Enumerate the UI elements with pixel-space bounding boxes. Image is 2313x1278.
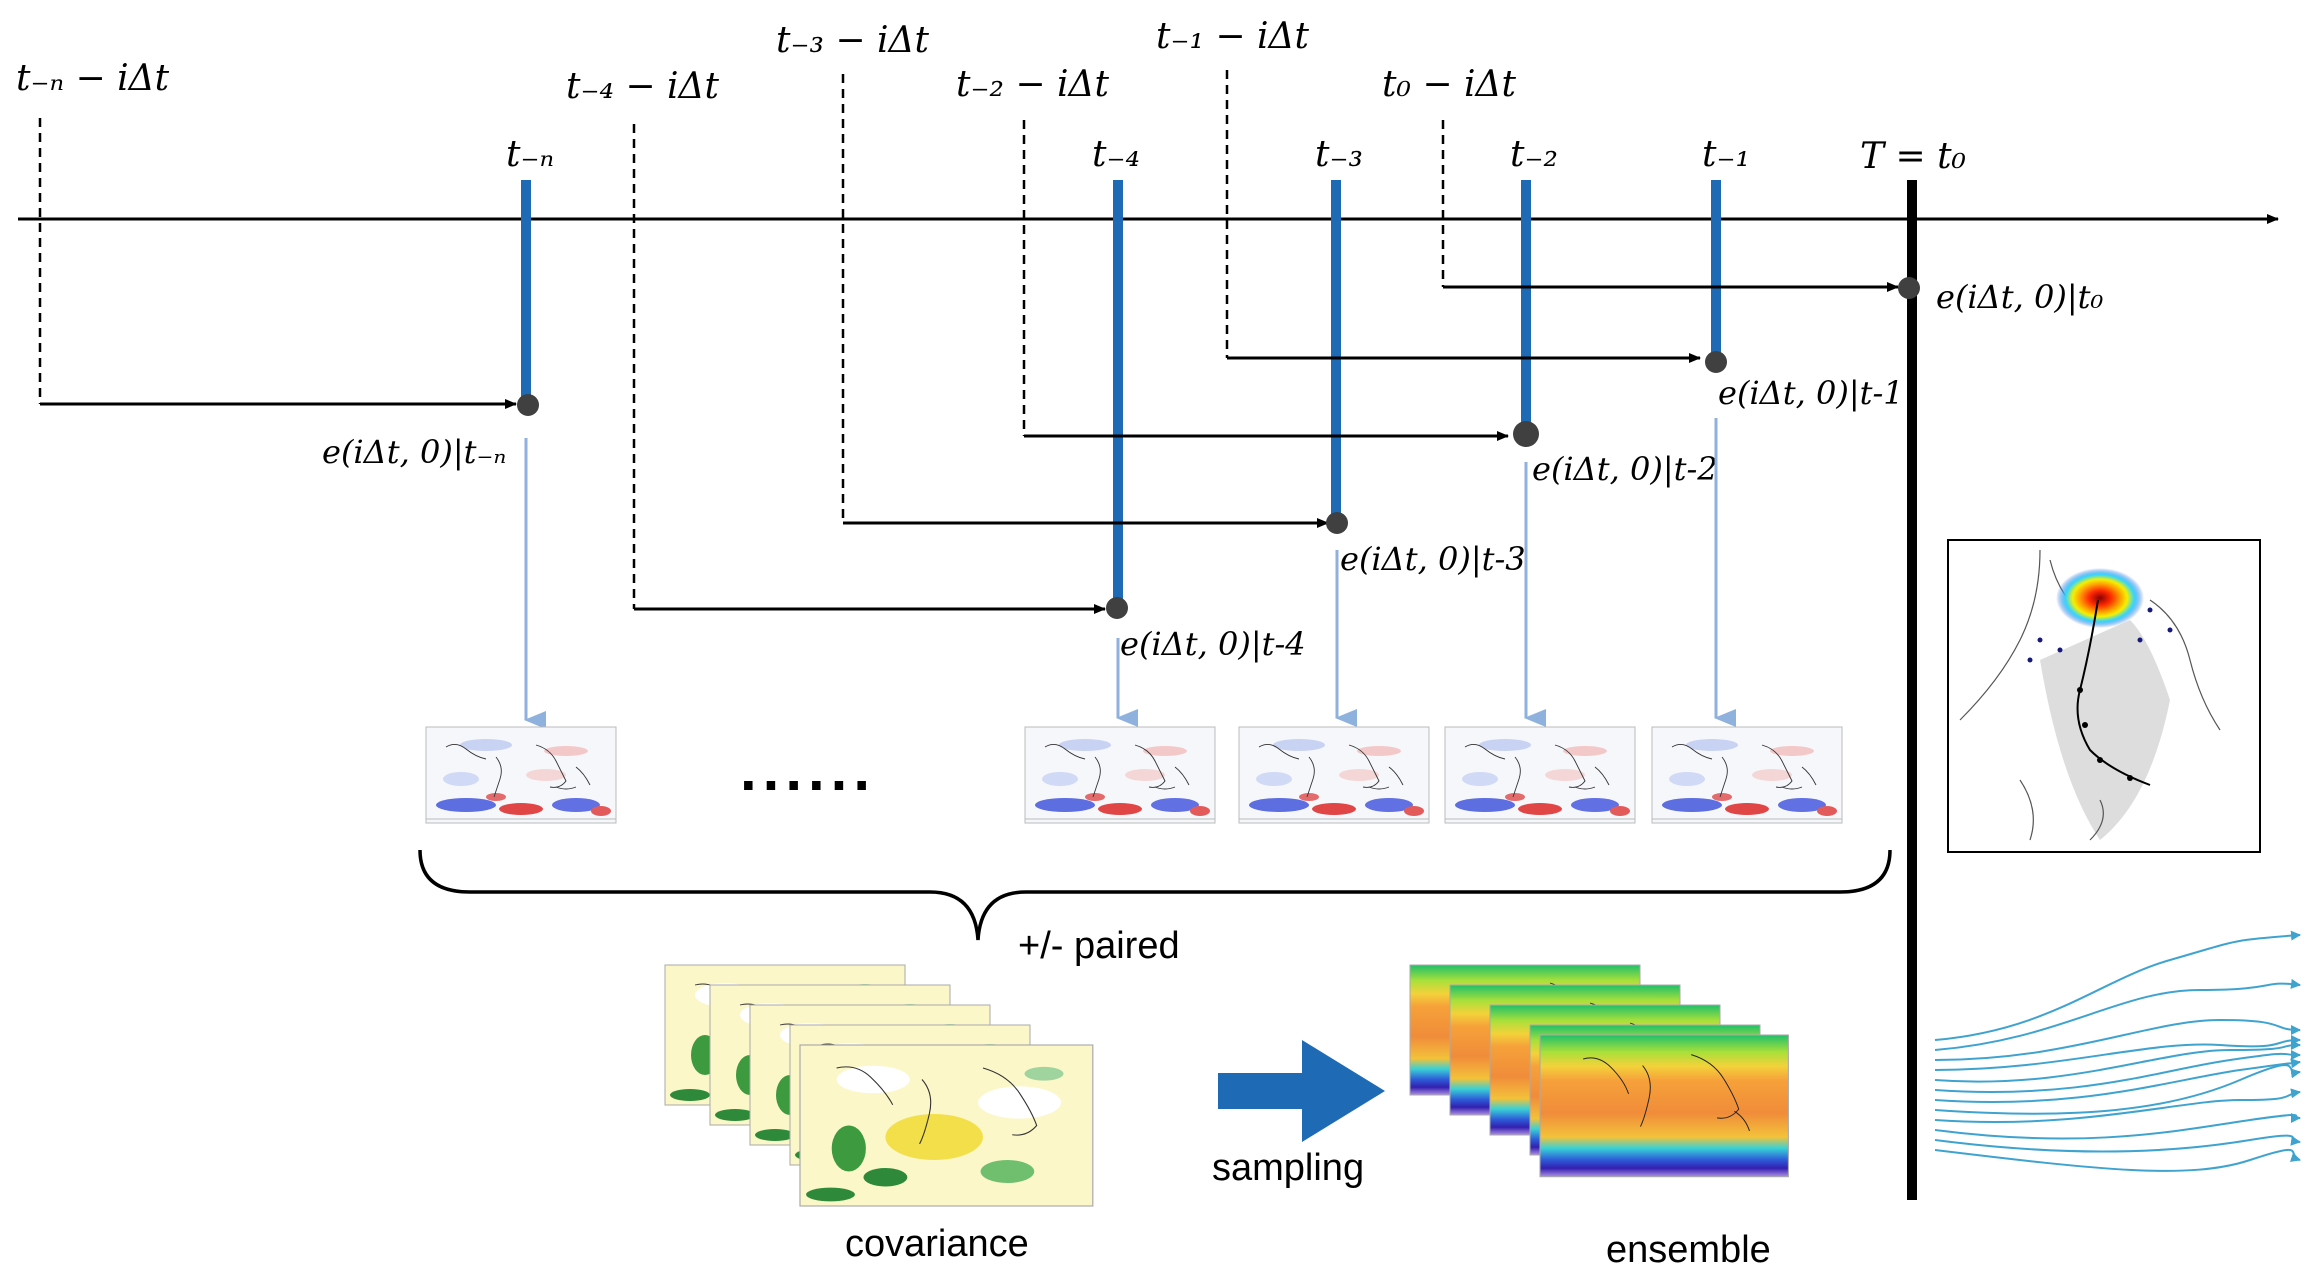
start-label-t-2: t₋₂ − iΔt	[956, 64, 1109, 105]
error-label-t-4: e(iΔt, 0)|t-4	[1120, 625, 1306, 663]
sampling-label: sampling	[1212, 1147, 1364, 1189]
covariance-stack	[664, 964, 1094, 1207]
time-label-t-2: t₋₂	[1510, 134, 1558, 175]
covariance-label: covariance	[845, 1223, 1029, 1265]
ensemble-label: ensemble	[1606, 1229, 1771, 1271]
time-group-t-2: t₋₂ − iΔt t₋₂ e(iΔt, 0)|t-2	[956, 64, 1718, 824]
time-group-t0: t₀ − iΔt e(iΔt, 0)|t₀	[1382, 64, 2103, 316]
sampling-arrow	[1218, 1040, 1385, 1142]
ensemble-stack	[1409, 964, 1789, 1178]
time-group-t-1: t₋₁ − iΔt t₋₁ e(iΔt, 0)|t-1	[1156, 16, 1904, 824]
time-group-t-3: t₋₃ − iΔt t₋₃ e(iΔt, 0)|t-3	[776, 20, 1526, 824]
error-dot-t-1	[1705, 351, 1727, 373]
time-label-t-4: t₋₄	[1092, 134, 1140, 175]
time-label-t-1: t₋₁	[1702, 134, 1750, 175]
error-dot-t-4	[1106, 597, 1128, 619]
time-group-t-4: t₋₄ − iΔt t₋₄ e(iΔt, 0)|t-4	[566, 66, 1306, 824]
error-label-t0: e(iΔt, 0)|t₀	[1936, 278, 2103, 316]
final-time-label: T = t₀	[1860, 136, 1966, 177]
perturbation-map-t-1	[1651, 726, 1843, 824]
time-group-t-n: t₋ₙ − iΔt t₋ₙ e(iΔt, 0)|t₋ₙ	[16, 58, 617, 824]
perturbation-map-t-4	[1024, 726, 1216, 824]
ensemble-track-lines	[1934, 930, 2301, 1172]
error-dot-t-3	[1326, 512, 1348, 534]
ellipsis-dots: ......	[740, 736, 876, 803]
error-label-t-3: e(iΔt, 0)|t-3	[1340, 540, 1526, 578]
grouping-brace	[418, 849, 1892, 941]
error-label-t-1: e(iΔt, 0)|t-1	[1718, 374, 1904, 412]
start-label-t-1: t₋₁ − iΔt	[1156, 16, 1309, 57]
typhoon-track-map	[1947, 539, 2261, 853]
start-label-t-3: t₋₃ − iΔt	[776, 20, 929, 61]
error-label-t-2: e(iΔt, 0)|t-2	[1532, 450, 1718, 488]
start-label-t-4: t₋₄ − iΔt	[566, 66, 719, 107]
error-dot-t-2	[1513, 421, 1539, 447]
paired-label: +/- paired	[1018, 925, 1180, 967]
error-dot-t-n	[517, 394, 539, 416]
time-label-t-3: t₋₃	[1315, 134, 1363, 175]
start-label-t0: t₀ − iΔt	[1382, 64, 1516, 105]
time-label-t-n: t₋ₙ	[506, 134, 554, 175]
perturbation-map-t-n	[425, 726, 617, 824]
perturbation-map-t-2	[1444, 726, 1636, 824]
perturbation-map-t-3	[1238, 726, 1430, 824]
error-label-t-n: e(iΔt, 0)|t₋ₙ	[322, 433, 506, 471]
error-dot-t0	[1898, 277, 1920, 299]
start-label-t-n: t₋ₙ − iΔt	[16, 58, 170, 99]
